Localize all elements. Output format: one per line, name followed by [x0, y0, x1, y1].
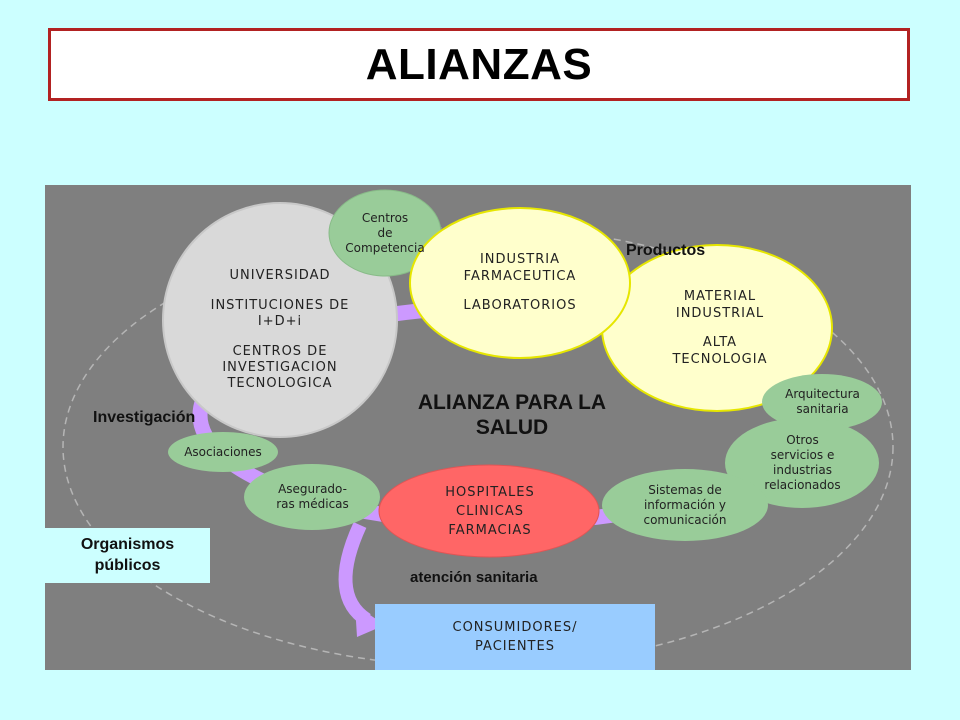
asociaciones-line-1: Asociaciones — [184, 445, 262, 459]
otros-line-3: industrias — [773, 463, 832, 477]
material-line-3: ALTA — [702, 334, 738, 350]
hospitales-line-2: CLINICAS — [456, 503, 524, 519]
centros-competencia-label: Centros de Competencia — [335, 203, 435, 263]
consumidores-line-2: PACIENTES — [475, 639, 555, 654]
investigacion-label: Investigación — [93, 409, 196, 426]
center-label: ALIANZA PARA LA SALUD — [397, 390, 627, 440]
asegurado-line-2: ras médicas — [276, 497, 349, 511]
industria-node — [409, 207, 631, 359]
organismos-label: Organismos públicos — [45, 534, 210, 576]
sistemas-line-3: comunicación — [643, 512, 727, 527]
title-box: ALIANZAS — [48, 28, 910, 101]
asegurado-node — [244, 464, 380, 530]
centros-competencia-line-2: de — [377, 225, 393, 240]
material-line-2: INDUSTRIAL — [675, 305, 765, 321]
productos-label: Productos — [626, 242, 706, 259]
centros-line-2: INVESTIGACION — [222, 360, 338, 375]
attention-arrow — [338, 522, 372, 626]
sistemas-line-1: Sistemas de — [648, 482, 722, 497]
industria-line-3: LABORATORIOS — [463, 298, 577, 313]
material-line-4: TECNOLOGIA — [672, 351, 768, 367]
arquitectura-node — [762, 374, 882, 430]
organismos-line-1: Organismos — [80, 536, 175, 553]
universidad-line: UNIVERSIDAD — [229, 268, 331, 283]
centros-competencia-line-1: Centros — [361, 210, 409, 225]
consumidores-line-1: CONSUMIDORES/ — [452, 620, 578, 635]
universidad-label: UNIVERSIDAD INSTITUCIONES DE I+D+i CENTR… — [180, 255, 380, 405]
organismos-line-2: públicos — [94, 557, 161, 574]
otros-line-2: servicios e — [770, 448, 835, 462]
otros-line-4: relacionados — [764, 478, 841, 492]
material-label: MATERIAL INDUSTRIAL ALTA TECNOLOGIA — [645, 280, 795, 375]
center-line-2: SALUD — [475, 416, 549, 439]
sistemas-line-2: información y — [643, 497, 727, 512]
sistemas-label: Sistemas de información y comunicación — [620, 481, 750, 529]
centros-line-3: TECNOLOGICA — [227, 376, 333, 391]
asegurado-label: Asegurado- ras médicas — [255, 480, 370, 514]
hospitales-label: HOSPITALES CLINICAS FARMACIAS — [415, 480, 565, 542]
centros-line-1: CENTROS DE — [232, 344, 328, 359]
hospitales-node — [378, 464, 600, 558]
attention-arrowhead — [355, 605, 385, 637]
arquitectura-label: Arquitectura sanitaria — [765, 385, 880, 419]
hospitales-line-1: HOSPITALES — [445, 484, 535, 500]
instituciones-line-2: I+D+i — [257, 314, 303, 329]
asociaciones-label: Asociaciones — [173, 442, 273, 462]
consumidores-box — [375, 604, 655, 670]
asociaciones-node — [168, 432, 278, 472]
industria-label: INDUSTRIA FARMACEUTICA LABORATORIOS — [440, 240, 600, 325]
asegurado-line-1: Asegurado- — [278, 482, 347, 496]
instituciones-line-1: INSTITUCIONES DE — [210, 298, 350, 313]
industria-line-2: FARMACEUTICA — [463, 269, 577, 284]
center-line-1: ALIANZA PARA LA — [417, 391, 607, 414]
consumidores-label: CONSUMIDORES/ PACIENTES — [375, 604, 655, 670]
universidad-node — [162, 202, 398, 438]
atencion-label: atención sanitaria — [410, 569, 538, 586]
organismos-box — [45, 528, 210, 583]
page-title: ALIANZAS — [365, 39, 593, 89]
alliance-diagram: UNIVERSIDAD INSTITUCIONES DE I+D+i CENTR… — [45, 185, 911, 670]
otros-label: Otros servicios e industrias relacionado… — [735, 431, 870, 495]
otros-node — [725, 418, 879, 508]
industria-line-1: INDUSTRIA — [479, 252, 561, 267]
material-line-1: MATERIAL — [683, 288, 757, 304]
arquitectura-line-1: Arquitectura — [785, 387, 860, 401]
diagram-graphics — [45, 189, 894, 670]
otros-line-1: Otros — [786, 433, 819, 447]
sistemas-node — [602, 469, 768, 541]
hospitales-line-3: FARMACIAS — [448, 522, 532, 538]
centros-competencia-line-3: Competencia — [345, 240, 425, 255]
arquitectura-line-2: sanitaria — [796, 402, 849, 416]
